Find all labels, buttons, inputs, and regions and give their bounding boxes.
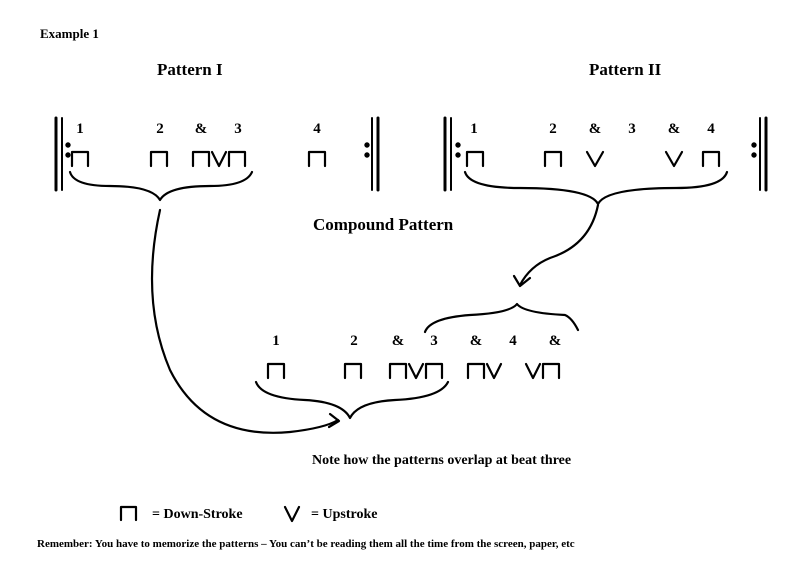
down-stroke-icon [541, 362, 561, 380]
pattern-2-strokes [465, 150, 721, 168]
beat-label: & [391, 333, 405, 349]
beat-label: 2 [549, 121, 557, 137]
example-label: Example 1 [40, 26, 99, 41]
pattern-1-strokes [70, 150, 327, 168]
pattern-1-repeat-start [54, 116, 71, 192]
pattern-1-repeat-end [364, 116, 380, 192]
beat-label: 3 [628, 121, 636, 137]
reminder-text: Remember: You have to memorize the patte… [37, 538, 575, 550]
upstroke-icon [524, 362, 542, 380]
upstroke-icon [485, 362, 503, 380]
legend-down-stroke-icon [119, 505, 138, 522]
down-stroke-icon [343, 362, 363, 380]
pattern-2-arrowhead [512, 274, 532, 288]
upstroke-icon [585, 150, 605, 168]
beat-label: & [588, 121, 602, 137]
pattern-2-title: Pattern II [589, 60, 662, 79]
down-stroke-icon [307, 150, 327, 168]
upstroke-icon [210, 150, 228, 168]
beat-label: 4 [509, 333, 517, 349]
pattern-1-title: Pattern I [157, 60, 223, 79]
beat-label: 1 [76, 121, 84, 137]
beat-label: 2 [350, 333, 358, 349]
beat-label: 3 [234, 121, 242, 137]
beat-label: & [194, 121, 208, 137]
down-stroke-icon [227, 150, 247, 168]
legend-upstroke-icon [283, 505, 301, 523]
down-stroke-icon [70, 150, 90, 168]
pattern-1-brace [68, 170, 254, 202]
compound-title: Compound Pattern [313, 215, 454, 234]
beat-label: 1 [272, 333, 280, 349]
down-stroke-icon [266, 362, 286, 380]
upstroke-icon [664, 150, 684, 168]
down-stroke-icon [466, 362, 486, 380]
pattern-1-arrow [150, 208, 340, 434]
down-stroke-icon [191, 150, 211, 168]
beat-label: 4 [707, 121, 715, 137]
beat-label: & [548, 333, 562, 349]
compound-upper-brace [423, 302, 580, 334]
compound-strokes [266, 362, 561, 380]
upstroke-icon [407, 362, 425, 380]
beat-label: 3 [430, 333, 438, 349]
legend-down-stroke-label: = Down-Stroke [152, 507, 243, 522]
beat-label: & [667, 121, 681, 137]
down-stroke-icon [388, 362, 408, 380]
legend-upstroke-label: = Upstroke [311, 507, 378, 522]
down-stroke-icon [465, 150, 485, 168]
down-stroke-icon [701, 150, 721, 168]
down-stroke-icon [424, 362, 444, 380]
beat-label: 4 [313, 121, 321, 137]
pattern-2-brace [463, 170, 729, 206]
down-stroke-icon [543, 150, 563, 168]
beat-label: 1 [470, 121, 478, 137]
overlap-note: Note how the patterns overlap at beat th… [312, 453, 572, 468]
beat-label: 2 [156, 121, 164, 137]
pattern-2-repeat-start [443, 116, 461, 192]
pattern-2-repeat-end [751, 116, 768, 192]
pattern-1-arrowhead [327, 412, 341, 429]
beat-label: & [469, 333, 483, 349]
down-stroke-icon [149, 150, 169, 168]
pattern-2-arrow [518, 203, 600, 287]
compound-lower-brace [254, 380, 450, 420]
